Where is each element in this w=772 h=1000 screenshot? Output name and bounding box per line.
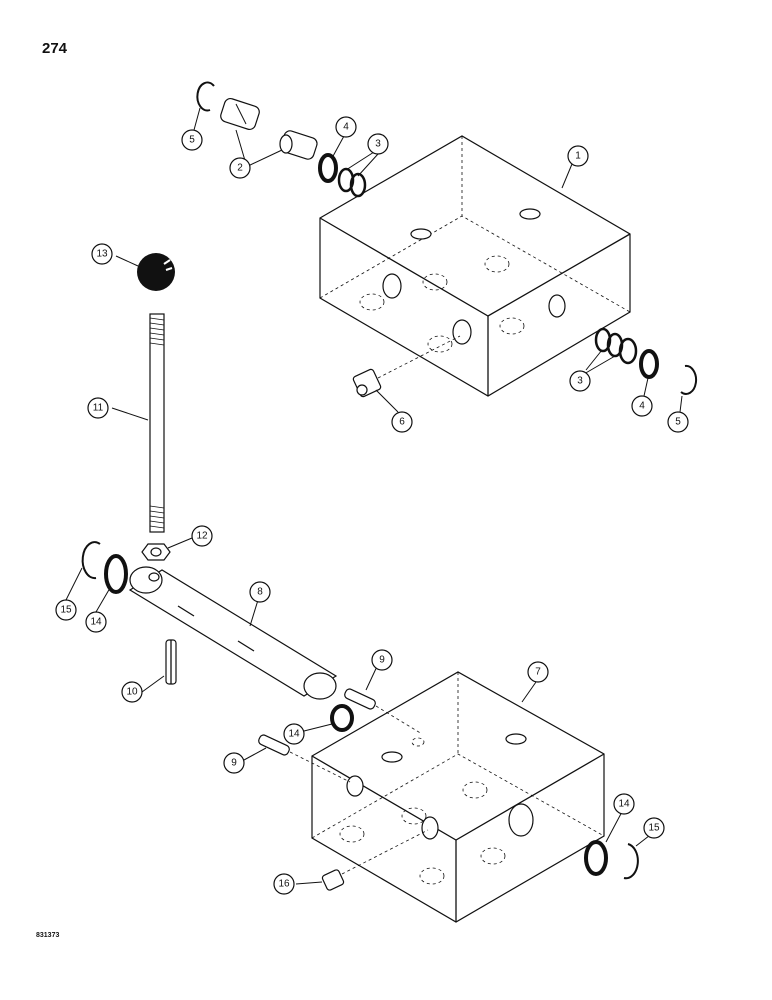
- rod: [149, 313, 165, 533]
- svg-text:12: 12: [196, 531, 208, 542]
- callout-1: 1: [567, 145, 589, 167]
- o-ring-right: [639, 349, 659, 379]
- snap-ring-lower-right: [623, 843, 639, 880]
- svg-text:11: 11: [93, 403, 104, 414]
- callout-14-block: 14: [283, 723, 305, 745]
- callout-6: 6: [391, 411, 413, 433]
- svg-text:13: 13: [96, 249, 108, 260]
- svg-text:15: 15: [648, 823, 660, 834]
- svg-text:1: 1: [575, 151, 581, 162]
- callout-15-right: 15: [643, 817, 665, 839]
- o-ring-lower-right: [584, 840, 608, 876]
- svg-text:9: 9: [379, 655, 385, 666]
- svg-text:3: 3: [375, 139, 381, 150]
- svg-text:2: 2: [237, 163, 243, 174]
- spool: [128, 566, 338, 700]
- nut: [141, 543, 171, 561]
- backup-ring-upper-b: [349, 172, 367, 198]
- callout-5-upper: 5: [181, 129, 203, 151]
- svg-text:7: 7: [535, 667, 541, 678]
- svg-text:6: 6: [399, 417, 405, 428]
- callout-5-right: 5: [667, 411, 689, 433]
- pin-upper: [344, 688, 423, 735]
- lower-valve-block: [311, 671, 605, 923]
- svg-text:5: 5: [189, 135, 195, 146]
- o-ring-lower-block: [330, 704, 354, 732]
- svg-text:14: 14: [288, 729, 300, 740]
- svg-text:9: 9: [231, 758, 237, 769]
- snap-ring-right: [680, 364, 698, 395]
- callout-12: 12: [191, 525, 213, 547]
- svg-text:4: 4: [343, 122, 349, 133]
- callout-15-spool: 15: [55, 599, 77, 621]
- knob: [137, 253, 175, 291]
- svg-text:16: 16: [278, 879, 290, 890]
- svg-text:10: 10: [126, 687, 138, 698]
- upper-valve-block: [319, 135, 631, 397]
- backup-ring-right-c: [618, 337, 638, 365]
- svg-text:4: 4: [639, 401, 645, 412]
- callout-9-lower: 9: [223, 752, 245, 774]
- snap-ring-upper-left: [196, 81, 215, 112]
- roll-pin: [165, 639, 177, 685]
- pin-lower: [258, 734, 351, 783]
- plug-lower: [321, 829, 429, 891]
- svg-text:14: 14: [618, 799, 630, 810]
- callout-11: 11: [87, 397, 109, 419]
- callout-9-upper: 9: [371, 649, 393, 671]
- page-number: 274: [42, 40, 68, 57]
- callout-14-right: 14: [613, 793, 635, 815]
- o-ring-upper: [318, 153, 338, 183]
- callout-8: 8: [249, 581, 271, 603]
- svg-text:14: 14: [90, 617, 102, 628]
- svg-text:15: 15: [60, 605, 72, 616]
- svg-text:5: 5: [675, 417, 681, 428]
- svg-text:3: 3: [577, 376, 583, 387]
- o-ring-spool: [104, 554, 128, 594]
- callout-16: 16: [273, 873, 295, 895]
- callout-4-right: 4: [631, 395, 653, 417]
- callout-4-upper: 4: [335, 116, 357, 138]
- callout-7: 7: [527, 661, 549, 683]
- callout-3-upper: 3: [367, 133, 389, 155]
- callout-2: 2: [229, 157, 251, 179]
- callout-14-spool: 14: [85, 611, 107, 633]
- plug-upper: [352, 335, 461, 398]
- callout-13: 13: [91, 243, 113, 265]
- pilot-pieces: [220, 97, 318, 160]
- callout-3-right: 3: [569, 370, 591, 392]
- snap-ring-spool: [81, 541, 101, 580]
- callout-10: 10: [121, 681, 143, 703]
- figure-code: 831373: [36, 932, 60, 939]
- svg-text:8: 8: [257, 587, 263, 598]
